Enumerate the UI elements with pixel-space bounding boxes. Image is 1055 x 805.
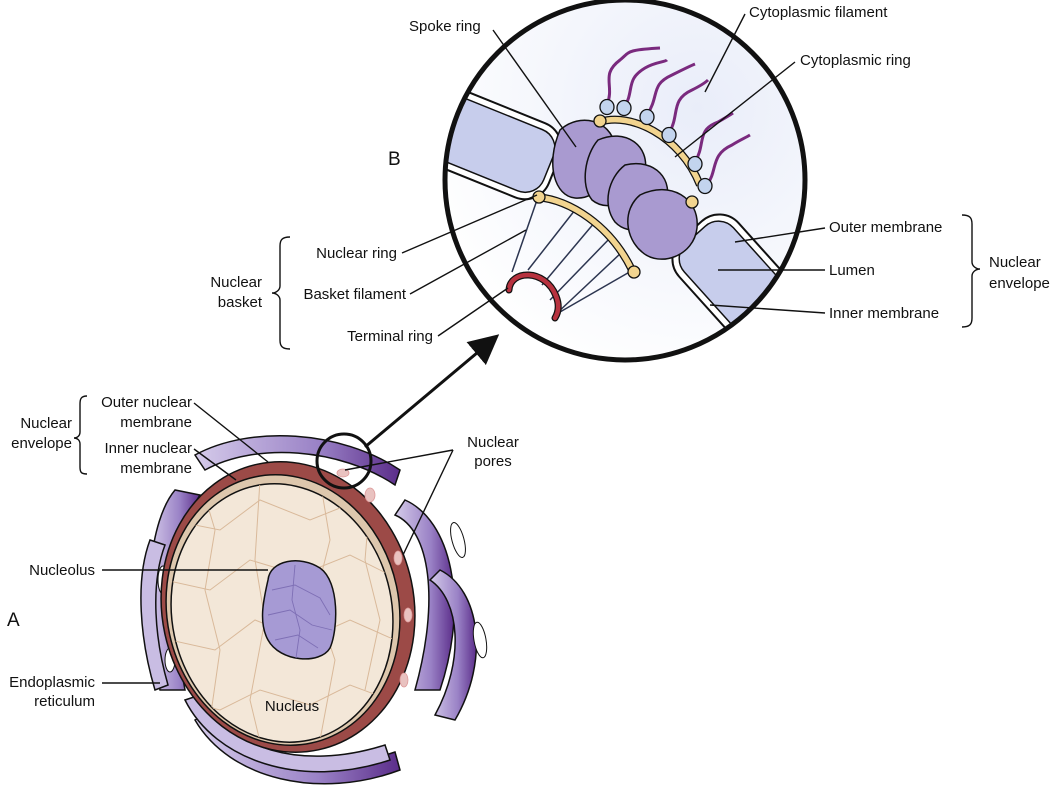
label-inner-nuclear-membrane-2: membrane [120, 460, 192, 477]
label-nuclear-pores-2: pores [474, 453, 512, 470]
label-nuclear-envelope-b-2: envelope [989, 275, 1050, 292]
label-inner-membrane: Inner membrane [829, 305, 939, 322]
label-nuclear-pores-1: Nuclear [467, 434, 519, 451]
cytoplasmic-filament-beads [599, 98, 713, 195]
label-cytoplasmic-filament: Cytoplasmic filament [749, 4, 888, 21]
label-nuclear-envelope-b-1: Nuclear [989, 254, 1041, 271]
label-terminal-ring: Terminal ring [347, 328, 433, 345]
label-cytoplasmic-ring: Cytoplasmic ring [800, 52, 911, 69]
label-spoke-ring: Spoke ring [409, 18, 481, 35]
spoke-ring-shape [552, 119, 698, 260]
label-outer-nuclear-membrane-2: membrane [120, 414, 192, 431]
label-nuclear-basket-1: Nuclear [210, 274, 262, 291]
cytoplasmic-filaments-shape [605, 46, 751, 186]
panel-label-b: B [388, 149, 401, 170]
label-nucleolus: Nucleolus [29, 562, 95, 579]
nuclear-envelope-brace-left [73, 395, 88, 475]
label-nuclear-basket-2: basket [218, 294, 263, 311]
inset-magnified-pore [442, 0, 808, 363]
label-basket-filament: Basket filament [303, 286, 406, 303]
label-nucleus: Nucleus [265, 698, 319, 715]
label-inner-nuclear-membrane-1: Inner nuclear [104, 440, 192, 457]
magnification-arrow [364, 334, 500, 449]
magnifier-circle [315, 432, 373, 490]
label-outer-nuclear-membrane-1: Outer nuclear [101, 394, 192, 411]
label-endoplasmic-reticulum-1: Endoplasmic [9, 674, 95, 691]
nuclear-envelope-brace-right [961, 214, 981, 328]
label-nuclear-envelope-a-2: envelope [11, 435, 72, 452]
label-outer-membrane: Outer membrane [829, 219, 942, 236]
label-nuclear-ring: Nuclear ring [316, 245, 397, 262]
panel-label-a: A [7, 610, 20, 631]
label-endoplasmic-reticulum-2: reticulum [34, 693, 95, 710]
inset-border [442, 0, 808, 363]
nuclear-basket-brace [271, 236, 291, 350]
nuclear-pores-shape [336, 468, 413, 688]
label-lumen: Lumen [829, 262, 875, 279]
basket-filaments [511, 199, 634, 316]
nucleus-illustration [140, 432, 488, 785]
ring-knobs [532, 114, 699, 279]
label-nuclear-envelope-a-1: Nuclear [20, 415, 72, 432]
nucleolus-shape [261, 560, 337, 660]
